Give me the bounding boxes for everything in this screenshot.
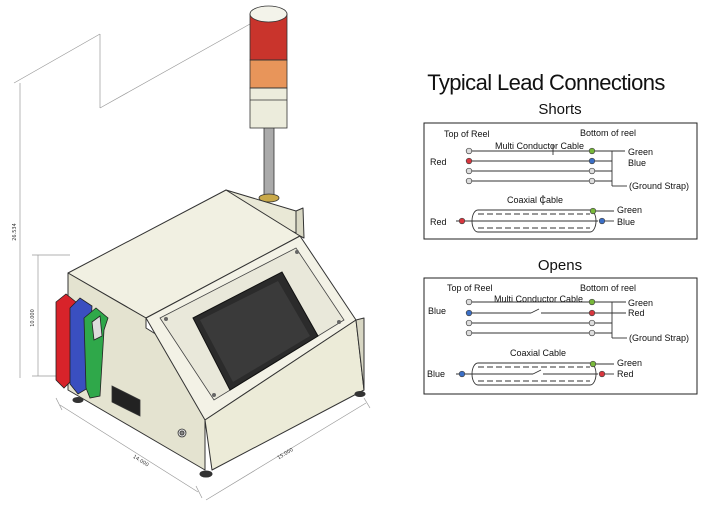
green-clip[interactable]	[83, 307, 109, 399]
machine-illustration: 26.534 10.000 14.000 15.000	[12, 5, 371, 501]
shorts-diagram: Top of Reel Bottom of reel Multi Conduct…	[430, 128, 689, 233]
terminal-white	[465, 167, 473, 175]
shorts-left-label: Red	[430, 157, 447, 167]
opens-top-of-reel: Top of Reel	[447, 283, 493, 293]
opens-coax-green-label: Green	[617, 358, 642, 368]
foot	[72, 397, 84, 403]
terminal-red	[598, 370, 606, 378]
terminal-white	[465, 147, 473, 155]
tower-pole	[263, 125, 275, 199]
terminal-white	[588, 319, 596, 327]
terminal-green	[588, 147, 596, 155]
terminal-white	[465, 329, 473, 337]
terminal-blue	[465, 309, 473, 317]
beacon-orange-light	[249, 59, 288, 89]
dimension-height-total: 26.534	[12, 223, 18, 241]
diagram-title: Typical Lead Connections	[427, 70, 665, 95]
foot	[199, 470, 213, 478]
shorts-heading: Shorts	[538, 101, 581, 118]
opens-panel	[423, 277, 698, 395]
shorts-coaxial-label: Coaxial Cable	[507, 195, 563, 205]
terminal-green	[588, 298, 596, 306]
shorts-top-of-reel: Top of Reel	[444, 129, 490, 139]
opens-coax-red-label: Red	[617, 369, 634, 379]
terminal-white	[588, 177, 596, 185]
shorts-blue-label: Blue	[628, 158, 646, 168]
opens-left-label: Blue	[428, 306, 446, 316]
opens-ground-strap-label: (Ground Strap)	[629, 333, 689, 343]
terminal-blue	[458, 370, 466, 378]
shorts-coax-blue-label: Blue	[617, 217, 635, 227]
opens-red-label: Red	[628, 308, 645, 318]
beacon-housing	[249, 87, 288, 129]
terminal-red	[458, 217, 466, 225]
shorts-ground-strap-label: (Ground Strap)	[629, 181, 689, 191]
opens-diagram: Top of Reel Bottom of reel Multi Conduct…	[427, 283, 689, 386]
opens-multi-conductor-label: Multi Conductor Cable	[494, 294, 583, 304]
dimension-width: 15.000	[276, 447, 294, 461]
opens-coax-left-label: Blue	[427, 369, 445, 379]
opens-heading: Opens	[538, 257, 582, 274]
terminal-blue	[588, 157, 596, 165]
signal-tower	[249, 5, 288, 203]
opens-bottom-of-reel: Bottom of reel	[580, 283, 636, 293]
beacon-cap	[249, 5, 288, 23]
terminal-red	[588, 309, 596, 317]
dimension-height-body: 10.000	[30, 309, 36, 327]
terminal-red	[465, 157, 473, 165]
cable-clips	[55, 293, 109, 399]
opens-green-label: Green	[628, 298, 653, 308]
terminal-white	[588, 329, 596, 337]
dimension-lines	[13, 23, 371, 501]
shorts-coax-left-label: Red	[430, 217, 447, 227]
terminal-white	[465, 319, 473, 327]
shorts-bottom-of-reel: Bottom of reel	[580, 128, 636, 138]
terminal-white	[465, 298, 473, 306]
handle-slot	[111, 385, 141, 417]
front-details	[111, 385, 187, 438]
touchscreen[interactable]	[159, 247, 345, 401]
rear-box-side	[295, 207, 305, 239]
shorts-green-label: Green	[628, 147, 653, 157]
terminal-white	[588, 167, 596, 175]
shorts-multi-conductor-label: Multi Conductor Cable	[495, 141, 584, 151]
tower-base	[258, 193, 280, 203]
foot	[354, 391, 366, 397]
terminal-green	[589, 360, 597, 368]
terminal-white	[465, 177, 473, 185]
terminal-blue	[598, 217, 606, 225]
opens-coaxial-label: Coaxial Cable	[510, 348, 566, 358]
terminal-green	[589, 207, 597, 215]
shorts-coax-green-label: Green	[617, 205, 642, 215]
